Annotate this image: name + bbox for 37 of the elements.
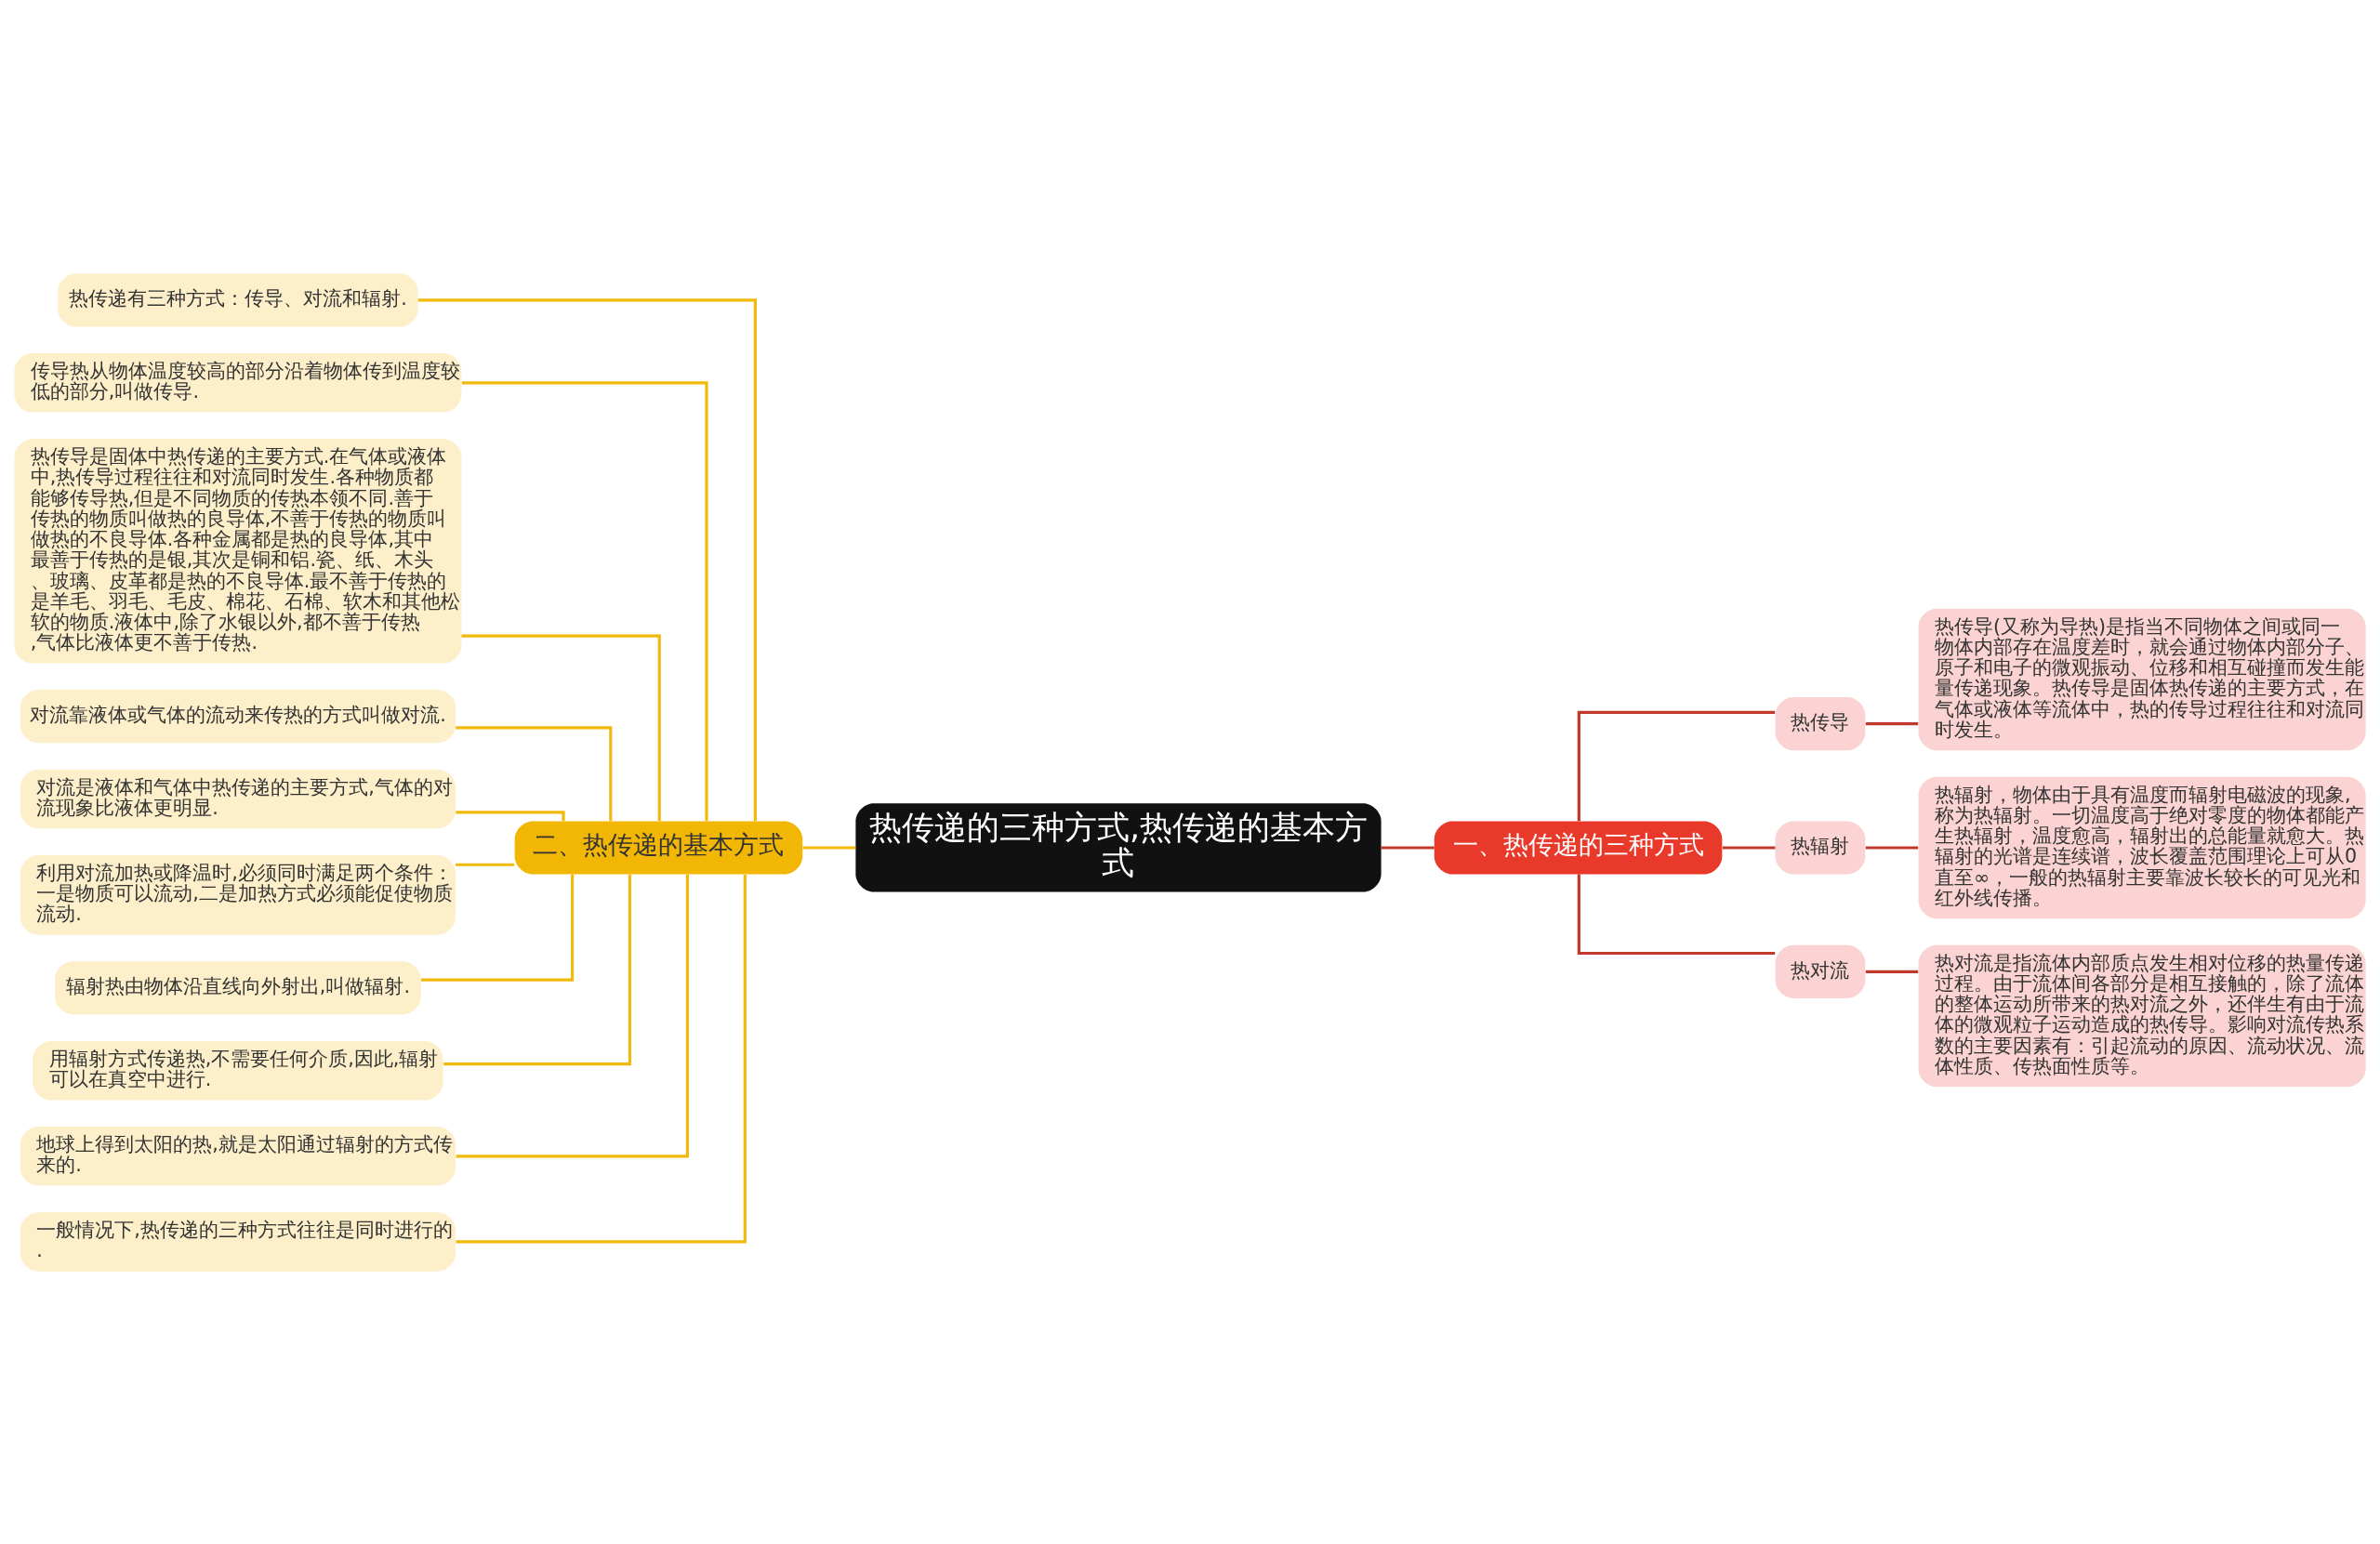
node-box: 用辐射方式传递热,不需要任何介质,因此,辐射可以在真空中进行. [33, 1040, 443, 1100]
node-box: 一、热传递的三种方式 [1434, 820, 1723, 875]
node-box: 对流靠液体或气体的流动来传热的方式叫做对流. [20, 689, 456, 743]
node-box: 利用对流加热或降温时,必须同时满足两个条件：一是物质可以流动,二是加热方式必须能促使物质流动. [20, 854, 456, 935]
connector [1865, 845, 1919, 850]
node-box: 一般情况下,热传递的三种方式往往是同时进行的. [20, 1211, 456, 1272]
node-box: 热对流是指流体内部质点发生相对位移的热量传递过程。由于流体间各部分是相互接触的，除了流体的整体运动所带来的热对流之外，还伴生有由于流体的微观粒子运动造成的热传导。影响对流传热系数的主要因素有：引起流动的原因、流动状况、流体性质、传热面性质等。 [1918, 944, 2366, 1087]
node-box: 对流是液体和气体中热传递的主要方式,气体的对流现象比液体更明显. [20, 769, 456, 828]
connector [1865, 970, 1919, 973]
node-box: 热对流 [1775, 944, 1866, 998]
connector [1865, 721, 1919, 725]
connector [1577, 874, 1776, 955]
node-box: 辐射热由物体沿直线向外射出,叫做辐射. [55, 960, 421, 1014]
connector [421, 874, 575, 982]
connector [456, 874, 747, 1243]
node-box: 传导热从物体温度较高的部分沿着物体传到温度较低的部分,叫做传导. [14, 352, 462, 413]
node-box: 热传导是固体中热传递的主要方式.在气体或液体中,热传导过程往往和对流同时发生.各种物质都能够传导热,但是不同物质的传热本领不同.善于传热的物质叫做热的良导体,不善于传热的物质叫做热的不良导体.各种金属都是热的良导体,其中最善于传热的是银,其次是铜和铝.瓷、纸、木头、玻璃、皮革都是热的不良导体.最不善于传热的是羊毛、羽毛、毛皮、棉花、石棉、软木和其他松软的物质.液体中,除了水银以外,都不善于传热,气体比液体更不善于传热. [14, 438, 462, 663]
connector [456, 725, 613, 821]
connector [417, 297, 757, 821]
node-box: 热传导 [1775, 696, 1866, 750]
node-box: 热辐射 [1775, 820, 1866, 875]
node-box: 二、热传递的基本方式 [514, 820, 803, 875]
node-box: 热辐射，物体由于具有温度而辐射电磁波的现象,称为热辐射。一切温度高于绝对零度的物体都能产生热辐射，温度愈高，辐射出的总能量就愈大。热辐射的光谱是连续谱，波长覆盖范围理论上可从0直至∞，一般的热辐射主要靠波长较长的可见光和红外线传播。 [1918, 776, 2366, 918]
node-box: 热传递的三种方式,热传递的基本方式 [855, 802, 1382, 892]
connector [461, 380, 708, 821]
connector [1722, 845, 1776, 850]
connector [1381, 845, 1435, 850]
node-box: 地球上得到太阳的热,就是太阳通过辐射的方式传来的. [20, 1126, 456, 1186]
connector [461, 634, 661, 821]
connector [443, 874, 632, 1065]
node-box: 热传递有三种方式：传导、对流和辐射. [58, 272, 418, 326]
node-box: 热传导(又称为导热)是指当不同物体之间或同一物体内部存在温度差时，就会通过物体内部分子、原子和电子的微观振动、位移和相互碰撞而发生能量传递现象。热传导是固体热传递的主要方式，在气体或液体等流体中，热的传导过程往往和对流同时发生。 [1918, 608, 2366, 750]
connector [456, 863, 515, 866]
connector [802, 845, 856, 850]
connector [456, 810, 565, 821]
connector [456, 874, 689, 1157]
connector [1577, 710, 1776, 821]
